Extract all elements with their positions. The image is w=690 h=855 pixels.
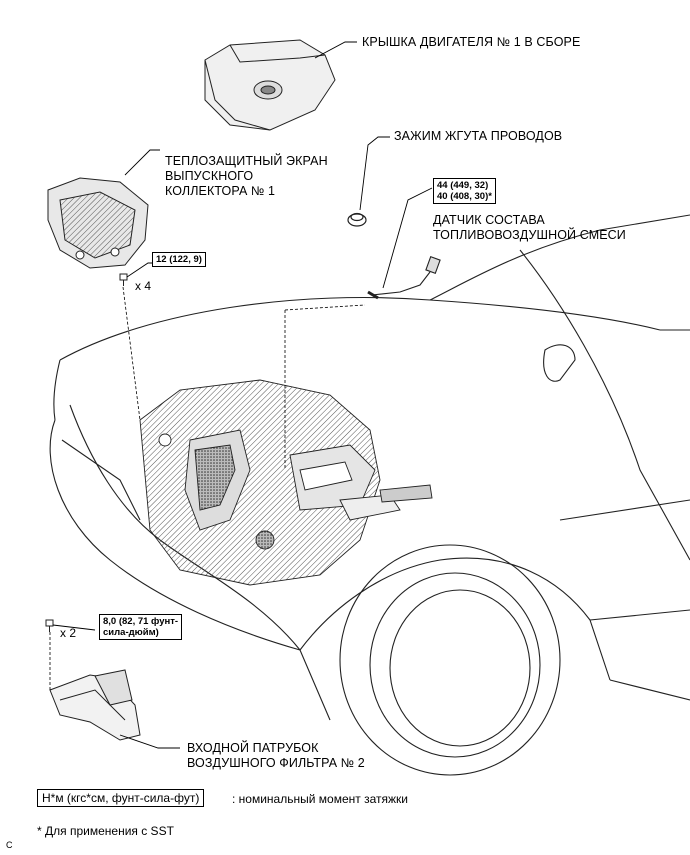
torque-box-sensor: 44 (449, 32) 40 (408, 30)* xyxy=(433,178,496,204)
engine-assembly xyxy=(139,379,433,586)
install-dashed-lines xyxy=(49,286,366,690)
air-inlet-duct-part xyxy=(49,669,141,741)
torque-inlet-line2: сила-дюйм) xyxy=(103,627,159,638)
engine-cover-part xyxy=(204,39,336,131)
af-sensor-label-line1: ДАТЧИК СОСТАВА xyxy=(433,213,545,227)
air-inlet-label-line2: ВОЗДУШНОГО ФИЛЬТРА № 2 xyxy=(187,756,365,770)
inlet-bolt-qty: x 2 xyxy=(60,626,77,640)
wire-clamp-part xyxy=(347,212,367,227)
torque-sensor-line1: 44 (449, 32) xyxy=(437,180,489,191)
af-sensor-label-line2: ТОПЛИВОВОЗДУШНОЙ СМЕСИ xyxy=(433,228,626,242)
torque-inlet-line1: 8,0 (82, 71 фунт- xyxy=(103,616,179,627)
heat-shield-label-line3: КОЛЛЕКТОРА № 1 xyxy=(165,184,276,198)
torque-sensor-line2: 40 (408, 30)* xyxy=(437,191,492,202)
engine-cover-label: КРЫШКА ДВИГАТЕЛЯ № 1 В СБОРЕ xyxy=(362,35,581,49)
legend-meaning: : номинальный момент затяжки xyxy=(232,792,408,806)
heat-shield-part xyxy=(47,177,149,269)
af-sensor-part xyxy=(367,256,441,300)
legend-units-box: Н*м (кгс*см, фунт-сила-фут) xyxy=(37,789,205,807)
heat-shield-bolt-qty: x 4 xyxy=(135,279,152,293)
air-inlet-label-line1: ВХОДНОЙ ПАТРУБОК xyxy=(187,741,319,755)
torque-box-heat-shield: 12 (122, 9) xyxy=(152,252,206,267)
torque-heat-shield-value: 12 (122, 9) xyxy=(156,254,202,265)
bolt-icon xyxy=(45,273,128,632)
vehicle-outline xyxy=(49,214,690,776)
heat-shield-label-line2: ВЫПУСКНОГО xyxy=(165,169,254,183)
legend-footnote: * Для применения с SST xyxy=(37,824,174,838)
torque-box-inlet: 8,0 (82, 71 фунт- сила-дюйм) xyxy=(99,614,183,640)
heat-shield-label-line1: ТЕПЛОЗАЩИТНЫЙ ЭКРАН xyxy=(165,154,328,168)
corner-letter: C xyxy=(6,840,13,850)
wire-clamp-label: ЗАЖИМ ЖГУТА ПРОВОДОВ xyxy=(394,129,563,143)
leader-lines xyxy=(52,41,433,749)
